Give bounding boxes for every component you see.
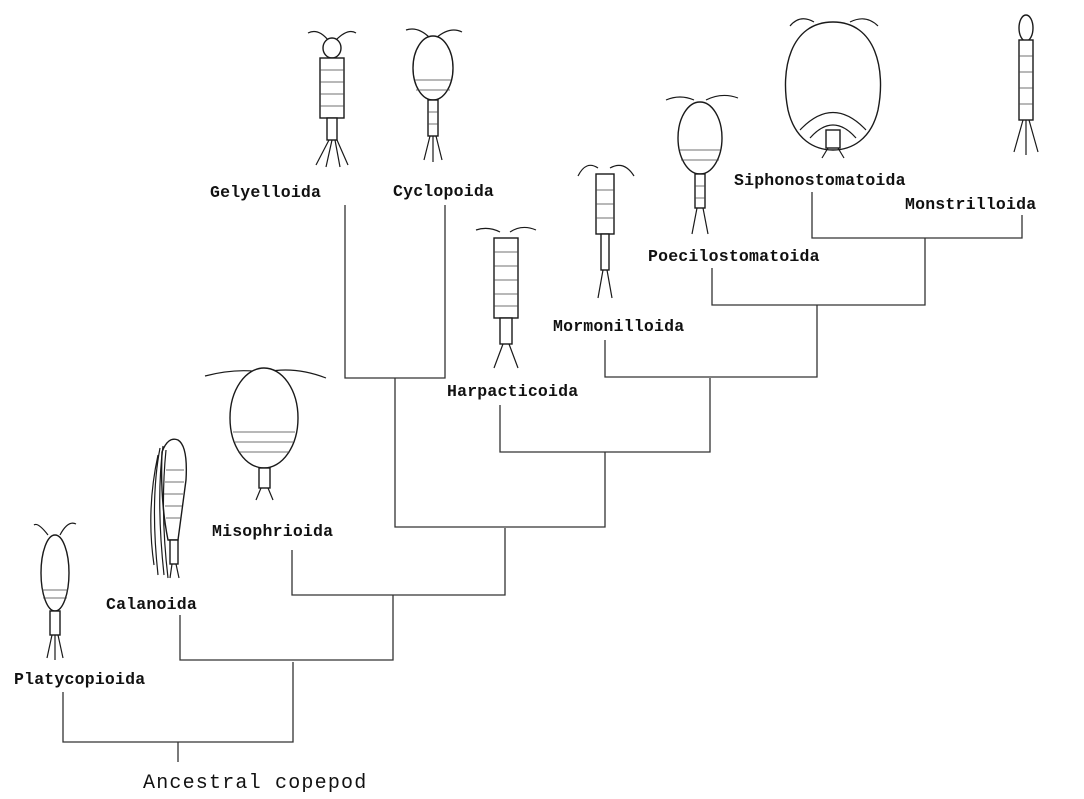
taxon-label-mormonilloida: Mormonilloida (553, 317, 684, 336)
cyclopoida-organism-icon (406, 29, 462, 162)
siphonostomatoida-organism-icon (785, 19, 880, 158)
monstrilloida-organism-icon (1014, 15, 1038, 155)
taxon-label-cyclopoida: Cyclopoida (393, 182, 494, 201)
taxon-label-siphonostomatoida: Siphonostomatoida (734, 171, 906, 190)
taxon-label-harpacticoida: Harpacticoida (447, 382, 578, 401)
taxon-label-misophrioida: Misophrioida (212, 522, 333, 541)
taxon-label-poecilostomatoida: Poecilostomatoida (648, 247, 820, 266)
poecilostomatoida-organism-icon (666, 95, 738, 234)
root-label-ancestral-copepod: Ancestral copepod (143, 772, 367, 795)
taxon-label-platycopioida: Platycopioida (14, 670, 145, 689)
harpacticoida-organism-icon (476, 227, 536, 368)
branch-gelyelloida-cyclopoida (345, 205, 445, 378)
taxon-label-gelyelloida: Gelyelloida (210, 183, 321, 202)
platycopioida-organism-icon (34, 523, 76, 660)
misophrioida-organism-icon (205, 368, 326, 500)
taxon-label-calanoida: Calanoida (106, 595, 197, 614)
gelyelloida-organism-icon (308, 32, 356, 167)
calanoida-organism-icon (151, 439, 187, 578)
branch-calanoida-split (180, 595, 393, 660)
branch-mormonilloida-split (605, 305, 817, 377)
mormonilloida-organism-icon (578, 165, 634, 298)
cladogram-branches (63, 192, 1022, 762)
taxon-label-monstrilloida: Monstrilloida (905, 195, 1036, 214)
